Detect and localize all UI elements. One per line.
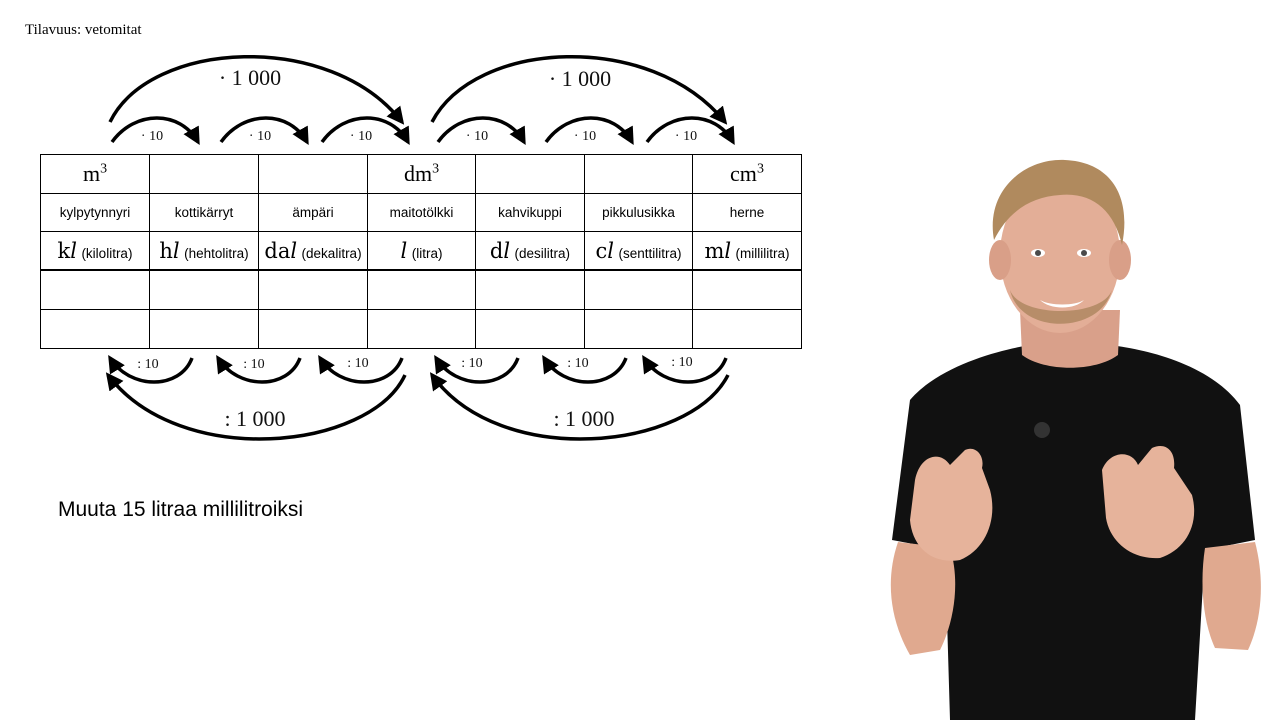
unit-l: l (litra) <box>367 231 476 271</box>
unit-cl: cl (senttilitra) <box>584 231 693 271</box>
empty-cell <box>149 309 259 349</box>
example-name: ämpäri <box>258 193 368 232</box>
presenter-figure <box>890 159 1261 720</box>
empty-cell <box>40 309 150 349</box>
example-name: herne <box>692 193 802 232</box>
example-objects-row: kylpytynnyri kottikärryt ämpäri maitotöl… <box>40 193 802 232</box>
unit-dl: dl (desilitra) <box>475 231 585 271</box>
divide-10-arrow-3 <box>318 355 404 384</box>
unit-ml: ml (millilitra) <box>692 231 802 271</box>
cell-empty <box>584 154 693 194</box>
small-multiply-label-1: · 10 <box>141 129 163 144</box>
multiply-1000-arrow-2 <box>430 55 728 125</box>
example-name: pikkulusikka <box>584 193 693 232</box>
small-divide-label-3: : 10 <box>347 356 368 371</box>
divide-10-arrow-5 <box>542 355 628 384</box>
big-multiply-label-1: · 1 000 <box>219 65 281 90</box>
empty-cell <box>475 309 585 349</box>
example-name: maitotölkki <box>367 193 476 232</box>
unit-hl: hl (hehtolitra) <box>149 231 259 271</box>
empty-cell <box>258 269 368 310</box>
empty-cell <box>584 309 693 349</box>
liter-units-row: kl (kilolitra) hl (hehtolitra) dal (deka… <box>40 231 802 271</box>
divide-10-arrow-4 <box>434 355 520 384</box>
empty-cell <box>475 269 585 310</box>
presenter-right-arm <box>1202 542 1261 650</box>
empty-cell <box>367 309 476 349</box>
multiply-1000-arrow-1 <box>108 55 405 125</box>
empty-cell <box>692 309 802 349</box>
divide-1000-arrow-2 <box>429 372 730 441</box>
cell-empty <box>475 154 585 194</box>
microphone-icon <box>1034 422 1050 438</box>
multiply-10-arrow-1 <box>110 116 200 146</box>
presenter-left-arm <box>890 542 956 655</box>
volume-unit-table: m3 dm3 cm3 kylpytynnyri kottikärryt ämpä… <box>40 154 802 349</box>
small-divide-label-6: : 10 <box>671 355 692 370</box>
empty-row <box>40 269 802 310</box>
empty-cell <box>692 269 802 310</box>
presenter-beard <box>1010 290 1112 324</box>
empty-cell <box>149 269 259 310</box>
small-multiply-label-5: · 10 <box>574 129 596 144</box>
example-name: kylpytynnyri <box>40 193 150 232</box>
empty-cell <box>584 269 693 310</box>
big-divide-label-2: : 1 000 <box>553 406 614 431</box>
unit-dal: dal (dekalitra) <box>258 231 368 271</box>
small-multiply-label-4: · 10 <box>466 129 488 144</box>
multiply-10-arrow-3 <box>320 116 410 146</box>
multiply-10-arrow-6 <box>645 116 735 146</box>
small-divide-label-1: : 10 <box>137 357 158 372</box>
presenter-right-hand <box>1102 446 1195 559</box>
big-divide-label-1: : 1 000 <box>224 406 285 431</box>
multiply-10-arrow-4 <box>436 116 526 146</box>
cell-cm3: cm3 <box>692 154 802 194</box>
example-name: kottikärryt <box>149 193 259 232</box>
big-multiply-label-2: · 1 000 <box>549 66 611 91</box>
empty-row <box>40 309 802 349</box>
divide-10-arrow-1 <box>108 355 194 384</box>
divide-1000-arrow-1 <box>105 372 407 441</box>
cell-m3: m3 <box>40 154 150 194</box>
multiply-10-arrow-5 <box>544 116 634 146</box>
unit-kl: kl (kilolitra) <box>40 231 150 271</box>
cell-empty <box>149 154 259 194</box>
divide-10-arrow-2 <box>216 355 302 384</box>
divide-10-arrow-6 <box>642 355 728 384</box>
multiply-10-arrow-2 <box>219 116 309 146</box>
cell-empty <box>258 154 368 194</box>
cell-dm3: dm3 <box>367 154 476 194</box>
small-divide-label-2: : 10 <box>243 357 264 372</box>
small-divide-label-5: : 10 <box>567 356 588 371</box>
presenter-hair <box>992 159 1125 245</box>
presenter-shirt <box>892 345 1255 720</box>
empty-cell <box>367 269 476 310</box>
small-divide-label-4: : 10 <box>461 356 482 371</box>
cubic-units-row: m3 dm3 cm3 <box>40 154 802 194</box>
task-text: Muuta 15 litraa millilitroiksi <box>58 498 304 521</box>
small-multiply-label-3: · 10 <box>350 129 372 144</box>
empty-cell <box>258 309 368 349</box>
small-multiply-label-2: · 10 <box>249 129 271 144</box>
small-multiply-label-6: · 10 <box>675 129 697 144</box>
page-title: Tilavuus: vetomitat <box>25 22 142 38</box>
empty-cell <box>40 269 150 310</box>
presenter-left-hand <box>910 448 993 561</box>
example-name: kahvikuppi <box>475 193 585 232</box>
presenter-face <box>1000 177 1120 333</box>
